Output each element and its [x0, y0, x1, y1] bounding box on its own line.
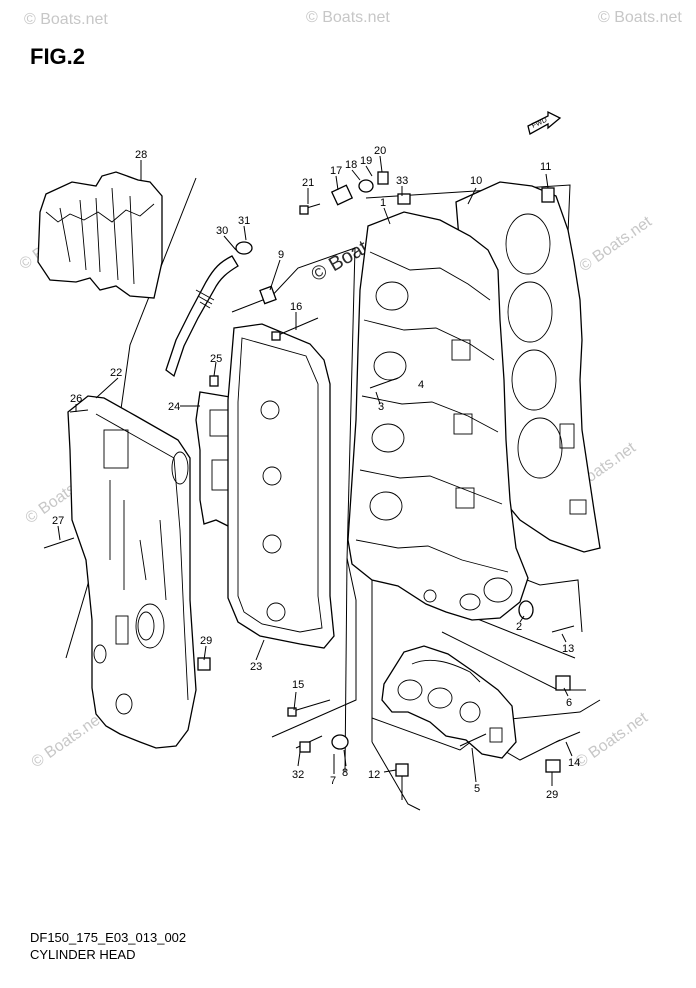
- watermark-text: © Boats.net: [306, 9, 390, 26]
- callout-11: 11: [540, 161, 551, 173]
- callout-29: 29: [546, 789, 558, 801]
- callout-5: 5: [474, 783, 480, 795]
- callout-16: 16: [290, 301, 302, 313]
- callout-19: 19: [360, 155, 372, 167]
- callout-18: 18: [345, 159, 357, 171]
- cylinder-head: [347, 211, 529, 621]
- bracket-cover: [37, 171, 163, 299]
- fwd-arrow: FWD: [527, 110, 562, 135]
- callout-3: 3: [378, 401, 384, 413]
- callout-30: 30: [216, 225, 228, 237]
- callout-23: 23: [250, 661, 262, 673]
- callout-10: 10: [470, 175, 482, 187]
- callout-27: 27: [52, 515, 64, 527]
- watermark-text: © Boats.net: [577, 213, 656, 275]
- seal: [518, 600, 534, 620]
- callout-2: 2: [516, 621, 522, 633]
- fasteners: [43, 171, 581, 800]
- side-cover: [381, 645, 517, 759]
- callout-9: 9: [278, 249, 284, 261]
- watermark-text: © Boats.net: [29, 709, 108, 771]
- callout-8: 8: [342, 767, 348, 779]
- callout-17: 17: [330, 165, 342, 177]
- callout-32: 32: [292, 769, 304, 781]
- callout-4: 4: [418, 379, 424, 391]
- cover-gasket: [227, 323, 335, 649]
- callout-33: 33: [396, 175, 408, 187]
- callout-26: 26: [70, 393, 82, 405]
- callout-25: 25: [210, 353, 222, 365]
- callout-6: 6: [566, 697, 572, 709]
- watermark-text: © Boats.net: [598, 9, 682, 26]
- rear-cover: [67, 395, 197, 749]
- diagram-caption: CYLINDER HEAD: [30, 947, 136, 962]
- callout-28: 28: [135, 149, 147, 161]
- callout-20: 20: [374, 145, 386, 157]
- watermark-text: © Boats.net: [24, 11, 108, 28]
- callout-1: 1: [380, 197, 386, 209]
- watermark-text: © Boats.net: [573, 709, 652, 771]
- callout-24: 24: [168, 401, 180, 413]
- callout-14: 14: [568, 757, 580, 769]
- callout-7: 7: [330, 775, 336, 787]
- callouts: 1 2 3 4 5 6 7 8 9 10 11 12 13 14 15 16 1…: [52, 145, 580, 801]
- callout-15: 15: [292, 679, 304, 691]
- callout-21: 21: [302, 177, 314, 189]
- diagram-code: DF150_175_E03_013_002: [30, 930, 187, 945]
- callout-12: 12: [368, 769, 380, 781]
- breather-hose: [165, 241, 253, 378]
- callout-13: 13: [562, 643, 574, 655]
- callout-22: 22: [110, 367, 122, 379]
- leader-lines: [57, 155, 573, 786]
- figure-title: FIG.2: [30, 44, 86, 69]
- callout-29: 29: [200, 635, 212, 647]
- callout-31: 31: [238, 215, 250, 227]
